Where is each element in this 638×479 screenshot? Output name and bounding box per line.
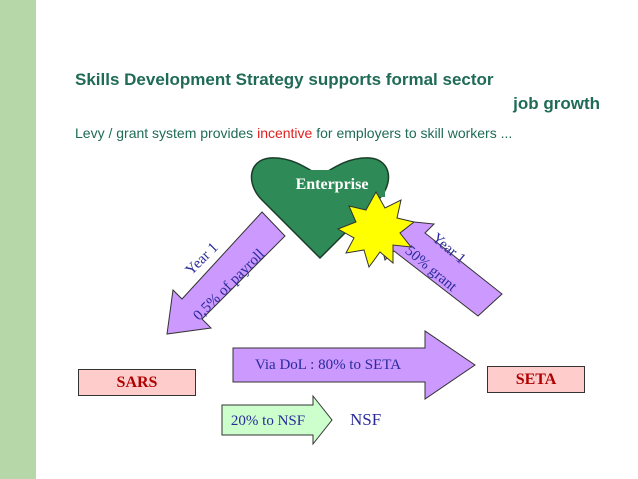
enterprise-label: Enterprise <box>296 176 369 193</box>
title-line-2: job growth <box>513 94 600 113</box>
decorative-side-band <box>0 0 36 479</box>
subtitle-text-after: for employers to skill workers ... <box>312 125 513 141</box>
nsf-arrow-label: 20% to NSF <box>231 413 305 429</box>
nsf-arrow <box>221 394 333 446</box>
title-line-1: Skills Development Strategy supports for… <box>75 70 494 89</box>
seta-box: SETA <box>487 366 585 393</box>
sars-box: SARS <box>78 369 196 396</box>
subtitle-text-before: Levy / grant system provides <box>75 125 258 141</box>
incentive-starburst <box>336 190 416 269</box>
levy-arrow <box>166 211 286 335</box>
enterprise-label-box <box>281 170 385 197</box>
nsf-label: NSF <box>350 410 381 429</box>
slide-subtitle: Levy / grant system provides incentive f… <box>75 125 512 141</box>
dol-arrow-label: Via DoL : 80% to SETA <box>255 357 401 373</box>
dol-arrow <box>232 330 476 400</box>
subtitle-highlight: incentive <box>257 125 313 141</box>
slide-title: Skills Development Strategy supports for… <box>75 68 600 116</box>
